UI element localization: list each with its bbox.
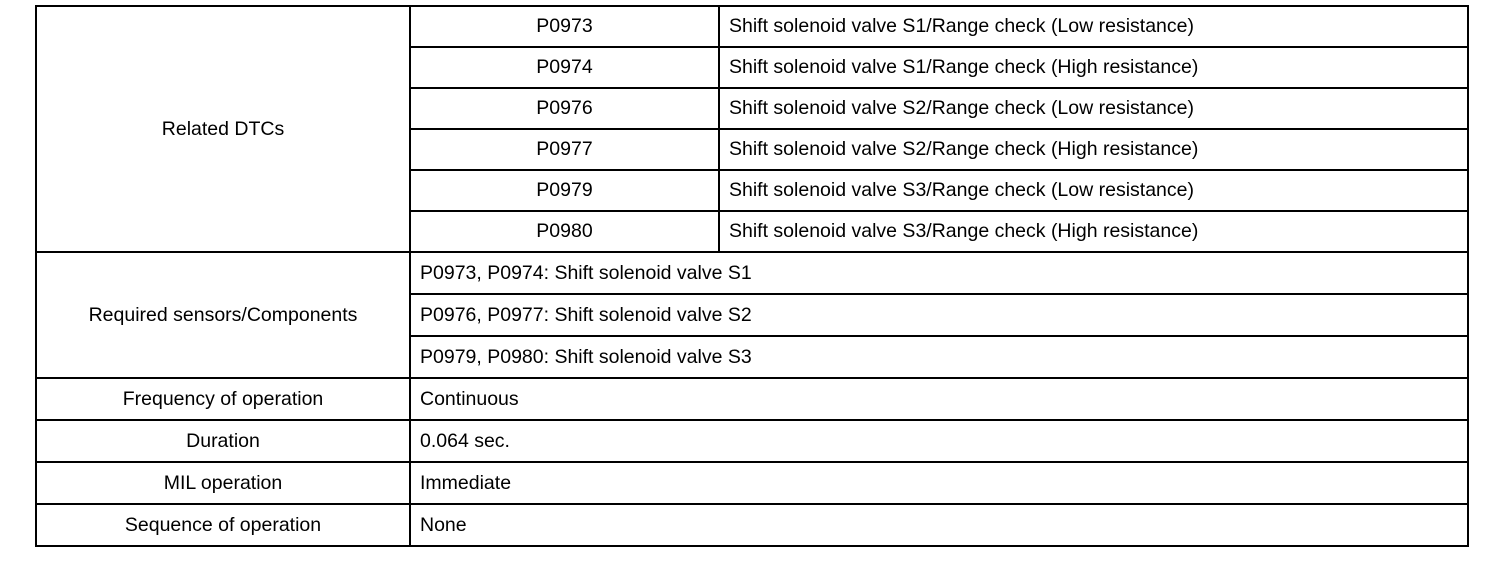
table-row: P0979, P0980: Shift solenoid valve S3	[36, 335, 1469, 379]
component-entry: P0973, P0974: Shift solenoid valve S1	[409, 251, 1469, 295]
dtc-code: P0977	[409, 128, 720, 171]
dtc-code: P0979	[409, 169, 720, 212]
dtc-code: P0976	[409, 87, 720, 130]
frequency-value: Continuous	[409, 377, 1469, 421]
duration-value: 0.064 sec.	[409, 419, 1469, 463]
component-entry: P0976, P0977: Shift solenoid valve S2	[409, 293, 1469, 337]
frequency-label: Frequency of operation	[35, 377, 411, 421]
related-dtcs-label: Related DTCs	[35, 5, 411, 253]
component-entry: P0979, P0980: Shift solenoid valve S3	[409, 335, 1469, 379]
table-row: Required sensors/Components P0973, P0974…	[35, 251, 1469, 379]
dtc-code: P0974	[409, 46, 720, 89]
table-row: P0980 Shift solenoid valve S3/Range chec…	[36, 210, 1469, 253]
dtc-description: Shift solenoid valve S2/Range check (Low…	[718, 87, 1469, 130]
table-row: P0977 Shift solenoid valve S2/Range chec…	[36, 128, 1469, 171]
dtc-description: Shift solenoid valve S3/Range check (Hig…	[718, 210, 1469, 253]
table-row: P0976 Shift solenoid valve S2/Range chec…	[36, 87, 1469, 130]
sequence-label: Sequence of operation	[35, 503, 411, 547]
dtc-spec-table: Related DTCs P0973 Shift solenoid valve …	[35, 5, 1469, 547]
dtc-description: Shift solenoid valve S1/Range check (Low…	[718, 5, 1469, 48]
table-row: Related DTCs P0973 Shift solenoid valve …	[35, 5, 1469, 253]
dtc-description: Shift solenoid valve S1/Range check (Hig…	[718, 46, 1469, 89]
table-row: Duration 0.064 sec.	[35, 419, 1469, 463]
mil-operation-value: Immediate	[409, 461, 1469, 505]
required-components-label: Required sensors/Components	[35, 251, 411, 379]
dtc-code: P0973	[409, 5, 720, 48]
dtc-code: P0980	[409, 210, 720, 253]
table-row: Sequence of operation None	[35, 503, 1469, 547]
duration-label: Duration	[35, 419, 411, 463]
table-row: P0979 Shift solenoid valve S3/Range chec…	[36, 169, 1469, 212]
table-row: P0974 Shift solenoid valve S1/Range chec…	[36, 46, 1469, 89]
table-row: Frequency of operation Continuous	[35, 377, 1469, 421]
table-row: P0976, P0977: Shift solenoid valve S2	[36, 293, 1469, 337]
dtc-description: Shift solenoid valve S2/Range check (Hig…	[718, 128, 1469, 171]
mil-operation-label: MIL operation	[35, 461, 411, 505]
sequence-value: None	[409, 503, 1469, 547]
dtc-description: Shift solenoid valve S3/Range check (Low…	[718, 169, 1469, 212]
table-row: MIL operation Immediate	[35, 461, 1469, 505]
